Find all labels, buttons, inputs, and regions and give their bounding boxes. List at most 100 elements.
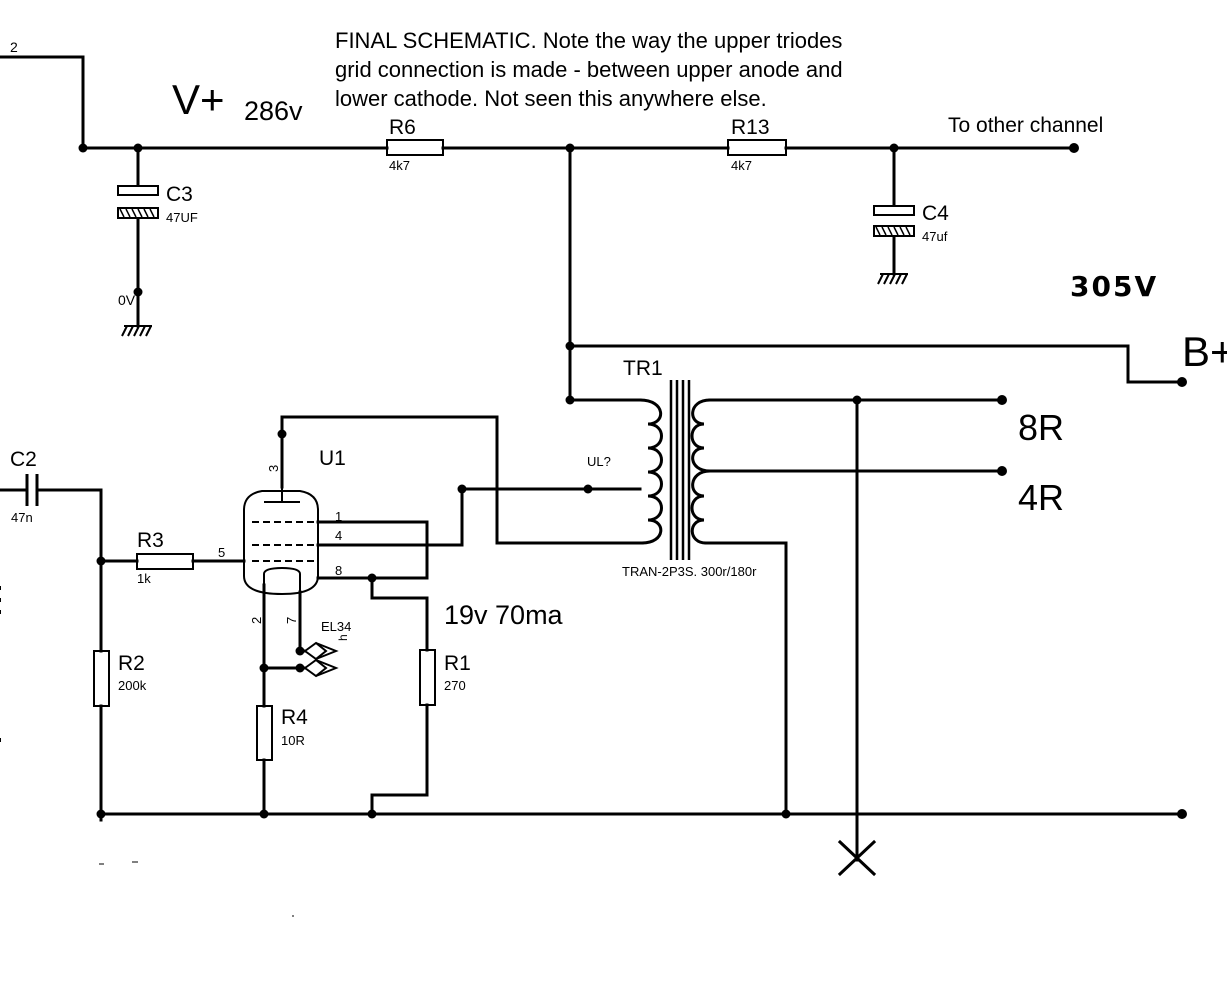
junction-dot [277,429,287,439]
wire-r1-top [370,576,429,652]
valve-u1 [243,487,339,678]
ground-icon [121,325,152,337]
r1-ref: R1 [444,652,471,675]
no-connect-cross [837,839,877,877]
pin-7: 7 [284,617,299,624]
capacitor-c3-hatch [119,208,155,218]
r3-value: 1k [137,571,151,586]
junction-dot [852,395,862,405]
r3-ref: R3 [137,529,164,552]
c2-ref: C2 [10,448,37,471]
output-8r: 8R [1018,407,1064,448]
junction-dot [367,809,377,819]
vplus-voltage: 286v [244,96,303,126]
c4-value: 47uf [922,229,948,244]
capacitors [25,185,915,506]
resistor-r3 [136,553,194,570]
junction-dot [781,809,791,819]
heater-icon [303,641,328,678]
capacitor-c4-hatch [875,226,911,236]
terminal-dot [1177,377,1187,387]
bias-annotation: 19v 70ma [444,600,564,630]
r1-value: 270 [444,678,466,693]
b-plus-label: B+ [1182,328,1227,375]
junctions [78,143,1187,819]
terminal-dot [1069,143,1079,153]
pin-3: 3 [266,465,281,472]
resistor-r4 [256,705,273,761]
junction-dot [565,395,575,405]
capacitor-c4-plate-positive [873,205,915,216]
terminal-dot [997,395,1007,405]
net-label-2: 2 [10,39,18,55]
b-plus-voltage: 305V [1070,270,1158,303]
transformer-secondary-coil [690,398,712,545]
valve-anode [264,487,300,503]
other-channel-label: To other channel [948,114,1103,137]
vplus-label: V+ [172,76,225,123]
ground-label: 0V [118,292,136,308]
r4-value: 10R [281,733,305,748]
tr1-value: TRAN-2P3S. 300r/180r [622,564,757,579]
junction-dot [133,143,143,153]
transformer-tr1 [638,380,712,560]
note-line-2: grid connection is made - between upper … [335,57,843,82]
junction-dot [295,663,305,673]
u1-heater-label: h [336,634,350,641]
resistor-r13 [727,139,787,156]
junction-dot [889,143,899,153]
junction-dot [295,646,305,656]
r2-value: 200k [118,678,147,693]
edge-marks [0,586,294,917]
pin-8: 8 [335,563,342,578]
ground-symbols [121,273,908,337]
junction-dot [583,484,593,494]
ground-icon [877,273,908,285]
note-line-1: FINAL SCHEMATIC. Note the way the upper … [335,28,842,53]
wire-c2-right [35,488,103,653]
junction-dot [565,341,575,351]
capacitor-c2 [25,474,39,506]
valve-envelope [243,490,319,596]
wire-r1-bottom [370,703,429,816]
wire-b-plus [568,344,1184,384]
junction-dot [457,484,467,494]
c4-ref: C4 [922,202,949,225]
tr1-tap: UL? [587,454,611,469]
r13-ref: R13 [731,116,770,139]
valve-grids [252,521,318,562]
pin-1: 1 [335,509,342,524]
c3-ref: C3 [166,183,193,206]
transformer-primary-coil [638,398,663,545]
c3-value: 47UF [166,210,198,225]
u1-ref: U1 [319,447,346,470]
pin-2: 2 [249,617,264,624]
junction-dot [96,556,106,566]
wires [0,55,1184,877]
wire-secondary-common [704,541,788,816]
u1-type: EL34 [321,619,351,634]
capacitor-c3-plate-negative [117,207,159,219]
r6-value: 4k7 [389,158,410,173]
r6-ref: R6 [389,116,416,139]
capacitor-c4-plate-negative [873,225,915,237]
terminal-dot [1177,809,1187,819]
resistor-r1 [419,649,436,706]
resistor-r6 [386,139,444,156]
r2-ref: R2 [118,652,145,675]
wire-pin-7 [298,590,307,653]
pin-5: 5 [218,545,225,560]
junction-dot [96,809,106,819]
wire-ul-tap [316,487,642,547]
resistors [93,139,787,761]
r13-value: 4k7 [731,158,752,173]
wire-anode [280,415,644,545]
pin-4: 4 [335,528,342,543]
transformer-core [669,380,691,560]
junction-dot [259,663,269,673]
wire-net-2 [0,55,85,150]
labels: FINAL SCHEMATIC. Note the way the upper … [10,28,1227,748]
junction-dot [565,143,575,153]
c2-value: 47n [11,510,33,525]
